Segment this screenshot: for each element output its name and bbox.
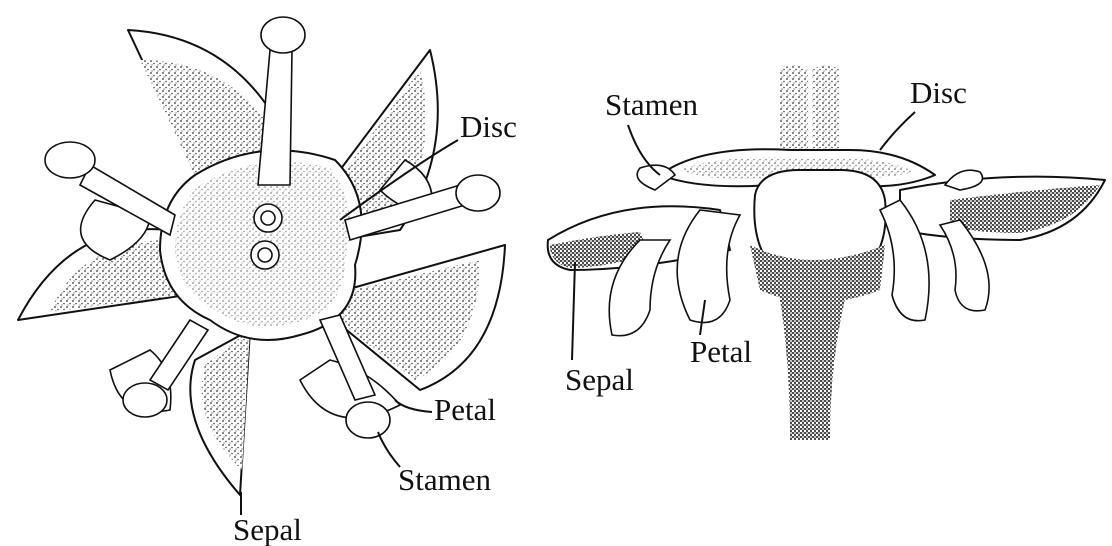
label-stamen-side: Stamen <box>605 87 698 122</box>
label-sepal-top: Sepal <box>233 512 302 546</box>
styles-side <box>780 65 840 160</box>
label-stamen-top: Stamen <box>398 462 491 497</box>
label-disc-side: Disc <box>910 75 967 110</box>
label-disc-top: Disc <box>460 109 517 144</box>
label-petal-top: Petal <box>434 392 496 427</box>
leader-stamen-top <box>378 432 400 467</box>
leader-petal-top <box>395 400 432 412</box>
label-petal-side: Petal <box>690 334 752 369</box>
leader-sepal-side <box>572 262 575 360</box>
label-sepal-side: Sepal <box>565 362 634 397</box>
leader-disc-side <box>880 112 915 150</box>
top-view-flower <box>18 17 505 495</box>
